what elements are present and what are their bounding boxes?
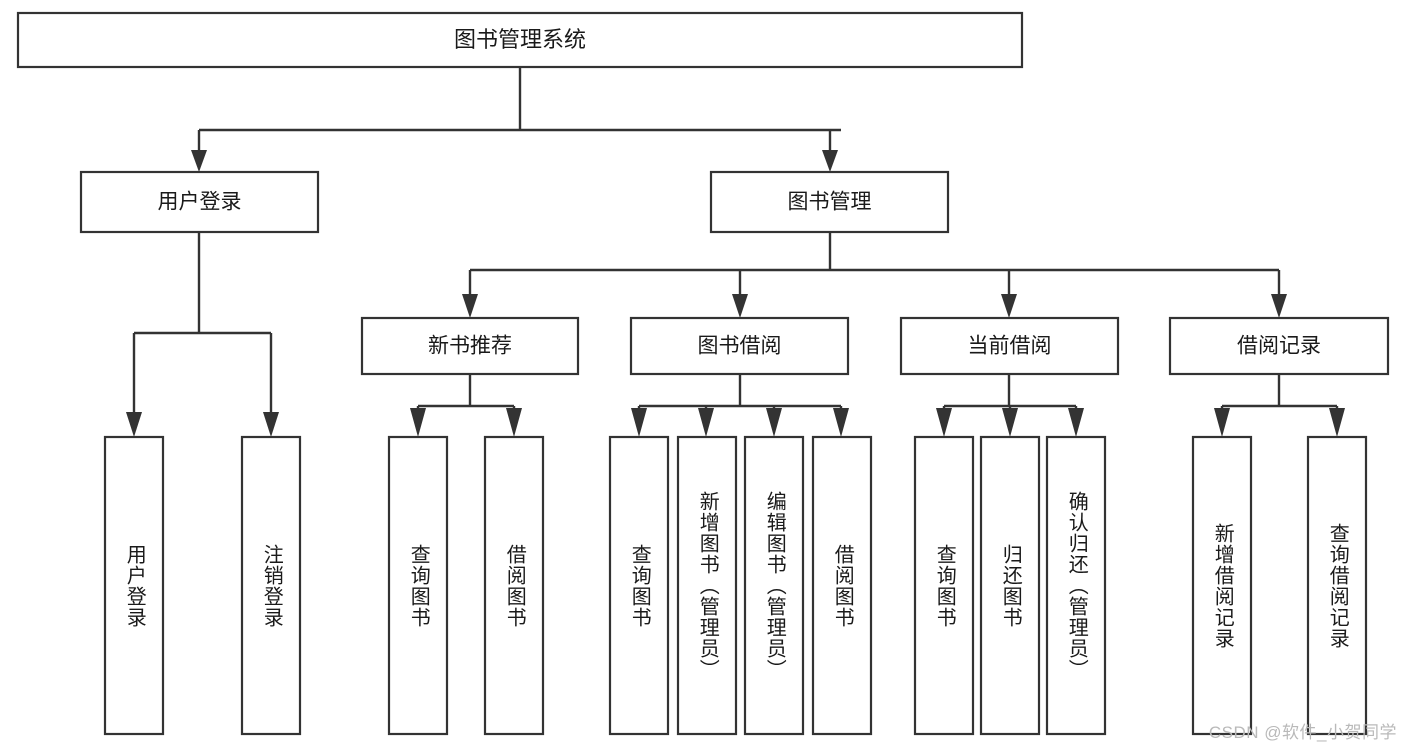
- arrow-leaf-add-book: [698, 408, 714, 437]
- arrow-leaf-borrow-book-1: [506, 408, 522, 437]
- node-new-book-recommend[interactable]: [360, 316, 580, 376]
- arrow-borrow-record: [1271, 294, 1287, 318]
- arrow-current-borrow: [1001, 294, 1017, 318]
- arrow-leaf-edit-book: [766, 408, 782, 437]
- leaf-box-query-book-3[interactable]: [913, 435, 975, 736]
- arrow-leaf-return-book: [1002, 408, 1018, 437]
- node-borrow-record-label: 借阅记录: [1237, 335, 1321, 358]
- arrow-leaf-query-record: [1329, 408, 1345, 437]
- leaf-box-add-record[interactable]: [1191, 435, 1253, 736]
- connector-root-to-level2: [191, 67, 841, 172]
- node-book-borrow[interactable]: [629, 316, 850, 376]
- node-user-login[interactable]: [79, 170, 320, 234]
- leaf-box-borrow-book-1[interactable]: [483, 435, 545, 736]
- arrow-leaf-query-book-1: [410, 408, 426, 437]
- csdn-watermark: CSDN @软件_小贺同学: [1208, 723, 1397, 742]
- node-current-borrow[interactable]: [899, 316, 1120, 376]
- node-root-book-management-system[interactable]: [16, 11, 1024, 69]
- arrow-leaf-logout: [263, 412, 279, 437]
- leaf-box-return-book[interactable]: [979, 435, 1041, 736]
- connector-currentborrow-to-leaves: [936, 374, 1084, 437]
- node-user-login-label: 用户登录: [158, 191, 242, 214]
- arrow-new-book: [462, 294, 478, 318]
- connector-bookmanage-to-level3: [462, 232, 1287, 318]
- arrow-leaf-query-book-3: [936, 408, 952, 437]
- connector-newbook-to-leaves: [410, 374, 522, 437]
- leaf-box-query-record[interactable]: [1306, 435, 1368, 736]
- arrow-leaf-borrow-book-2: [833, 408, 849, 437]
- node-book-borrow-label: 图书借阅: [698, 335, 782, 358]
- leaf-box-add-book[interactable]: [676, 435, 738, 736]
- arrow-leaf-confirm-return: [1068, 408, 1084, 437]
- leaf-box-edit-book[interactable]: [743, 435, 805, 736]
- leaf-box-confirm-return[interactable]: [1045, 435, 1107, 736]
- node-current-borrow-label: 当前借阅: [968, 335, 1052, 358]
- leaf-box-query-book-2[interactable]: [608, 435, 670, 736]
- connector-userlogin-to-leaves: [126, 232, 279, 437]
- arrow-book-borrow: [732, 294, 748, 318]
- arrow-leaf-add-record: [1214, 408, 1230, 437]
- leaf-box-logout[interactable]: [240, 435, 302, 736]
- connector-bookborrow-to-leaves: [631, 374, 849, 437]
- arrow-leaf-query-book-2: [631, 408, 647, 437]
- arrow-user-login: [191, 150, 207, 172]
- arrow-book-manage: [822, 150, 838, 172]
- leaf-box-user-login[interactable]: [103, 435, 165, 736]
- node-borrow-record[interactable]: [1168, 316, 1390, 376]
- leaf-box-borrow-book-2[interactable]: [811, 435, 873, 736]
- connector-borrowrecord-to-leaves: [1214, 374, 1345, 437]
- arrow-leaf-user-login: [126, 412, 142, 437]
- node-book-management[interactable]: [709, 170, 950, 234]
- node-book-management-label: 图书管理: [788, 191, 872, 214]
- node-new-book-recommend-label: 新书推荐: [428, 335, 512, 358]
- leaf-box-query-book-1[interactable]: [387, 435, 449, 736]
- node-root-label: 图书管理系统: [454, 27, 586, 52]
